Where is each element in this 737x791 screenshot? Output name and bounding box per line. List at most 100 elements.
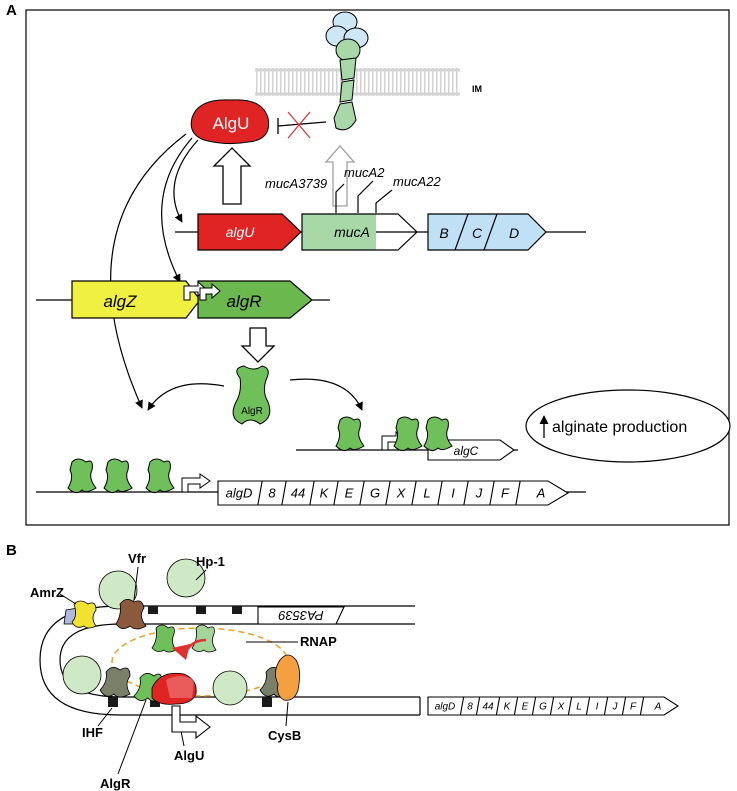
algd-operon-a-divider xyxy=(281,480,287,506)
cysb-label: CysB xyxy=(268,728,301,743)
algd-operon-b-gene-3: 44 xyxy=(482,702,494,713)
amrz-label: AmrZ xyxy=(30,585,64,600)
algc-gene-label: algC xyxy=(454,444,479,458)
panel-b-letter: B xyxy=(6,542,17,559)
alginate-output-ellipse xyxy=(525,389,731,463)
algd-operon-b-divider xyxy=(495,696,501,716)
algd-operon-b-divider xyxy=(621,696,627,716)
algr-label-b: AlgR xyxy=(100,776,131,791)
algd-operon-b-gene-7: X xyxy=(557,702,565,713)
algd-operon-a-gene-3: 44 xyxy=(291,486,305,501)
algd-operon-b-divider xyxy=(459,696,465,716)
algr-protein-shape xyxy=(232,365,271,425)
membrane-label: IM xyxy=(472,84,482,94)
algu-label-b: AlgU xyxy=(174,748,204,763)
algd-operon-b-divider xyxy=(513,696,519,716)
algd-operon-b-divider xyxy=(639,696,645,716)
algd-operon-a-gene-12: A xyxy=(536,486,546,501)
algu-to-algd-promoter-arrow xyxy=(110,133,187,409)
muca-translation-arrow xyxy=(324,145,356,207)
muca-gene-label: mucA xyxy=(334,224,370,240)
algr-pointer-b xyxy=(117,699,147,775)
muca-gene xyxy=(301,213,418,251)
blocked-cross xyxy=(287,111,311,139)
muca-protein xyxy=(325,11,369,131)
alginate-output-label: alginate production xyxy=(552,419,687,436)
gene-b-label: B xyxy=(439,225,448,241)
algd-operon-a-divider xyxy=(333,480,339,506)
algr-protein-label: AlgR xyxy=(241,406,263,417)
ihf-label: IHF xyxy=(82,725,103,740)
algr-to-algc-arrow xyxy=(289,378,363,411)
ihf-protein xyxy=(99,667,131,698)
algd-operon-b-divider xyxy=(531,696,537,716)
algd-operon-b-gene-5: E xyxy=(522,702,529,713)
algd-operon-a-gene-2: 8 xyxy=(268,486,276,501)
cysb-pointer xyxy=(285,701,289,727)
algd-operon-a-outline xyxy=(217,480,570,506)
vfr-label: Vfr xyxy=(128,551,146,566)
algd-operon-a-divider xyxy=(437,480,443,506)
red-arrowhead xyxy=(172,644,190,660)
gene-d-label: D xyxy=(509,225,519,241)
algr-translation-arrow xyxy=(240,327,276,363)
algu-to-algu-promoter-arrow xyxy=(173,139,199,223)
pa3539-label: PA3539 xyxy=(278,608,323,623)
algd-operon-b-gene-1: algD xyxy=(435,702,456,713)
algd-operon-a-gene-10: J xyxy=(475,486,483,501)
algu-gene xyxy=(197,213,302,251)
algd-promoter xyxy=(181,473,211,493)
algd-operon-b-gene-6: G xyxy=(539,702,547,713)
algd-operon-b-outline xyxy=(427,696,680,716)
algu-rnap-overlap xyxy=(166,676,194,698)
algd-operon-a-divider xyxy=(411,480,417,506)
muca-inhibition-line xyxy=(277,121,327,127)
bcd-genes xyxy=(427,213,547,251)
algu-protein-label: AlgU xyxy=(213,114,250,133)
transcription-start-arrow xyxy=(171,705,211,740)
mutation-label-2: mucA2 xyxy=(344,165,385,180)
vfr-protein xyxy=(115,599,147,630)
algd-operon-b-gene-12: A xyxy=(654,702,662,713)
algd-operon-b-gene-4: K xyxy=(504,702,512,713)
algr-gene xyxy=(197,280,313,319)
amrz-protein xyxy=(71,600,97,629)
algu-translation-arrow xyxy=(212,147,252,205)
algd-operon-a-gene-9: I xyxy=(451,486,455,501)
top-algr-proteins xyxy=(151,624,217,653)
algd-operon-a-gene-6: G xyxy=(370,486,380,501)
algd-operon-a-gene-4: K xyxy=(320,486,330,501)
hp1-circles xyxy=(62,558,248,706)
algr-promoters xyxy=(183,280,221,301)
algd-operon-b-divider xyxy=(567,696,573,716)
algd-operon-b-gene-2: 8 xyxy=(467,702,473,713)
hp1-pointer xyxy=(195,569,207,581)
dna-binding-boxes xyxy=(108,606,272,707)
algd-operon-a-divider xyxy=(385,480,391,506)
inner-membrane xyxy=(255,68,460,96)
mutation-label-3: mucA22 xyxy=(393,174,441,189)
ihf-pointer xyxy=(97,707,113,727)
algr-to-algd-arrow xyxy=(147,383,225,411)
panel-a-letter: A xyxy=(6,2,17,19)
rnap-label: RNAP xyxy=(300,634,337,649)
algd-operon-a-divider xyxy=(489,480,495,506)
hp1-label: Hp-1 xyxy=(196,554,225,569)
mutation-label-1: mucA3739 xyxy=(265,176,327,191)
algd-operon-b-gene-8: L xyxy=(576,702,582,713)
muca-gene-green xyxy=(302,214,376,250)
algd-operon-a-divider xyxy=(309,480,315,506)
pa3539-gene xyxy=(257,606,345,625)
algu-to-algr-promoter-arrow xyxy=(161,137,193,283)
algd-operon-b-divider xyxy=(549,696,555,716)
algd-operon-b-gene-10: J xyxy=(612,702,619,713)
algd-operon-a-divider xyxy=(257,480,263,506)
gene-c-label: C xyxy=(472,225,483,241)
algd-operon-a-gene-1: algD xyxy=(226,486,253,501)
algd-operon-b-divider xyxy=(585,696,591,716)
algd-operon-b-divider xyxy=(475,696,481,716)
algd-operon-a-gene-7: X xyxy=(396,486,407,501)
algd-bound-algr xyxy=(67,458,175,494)
